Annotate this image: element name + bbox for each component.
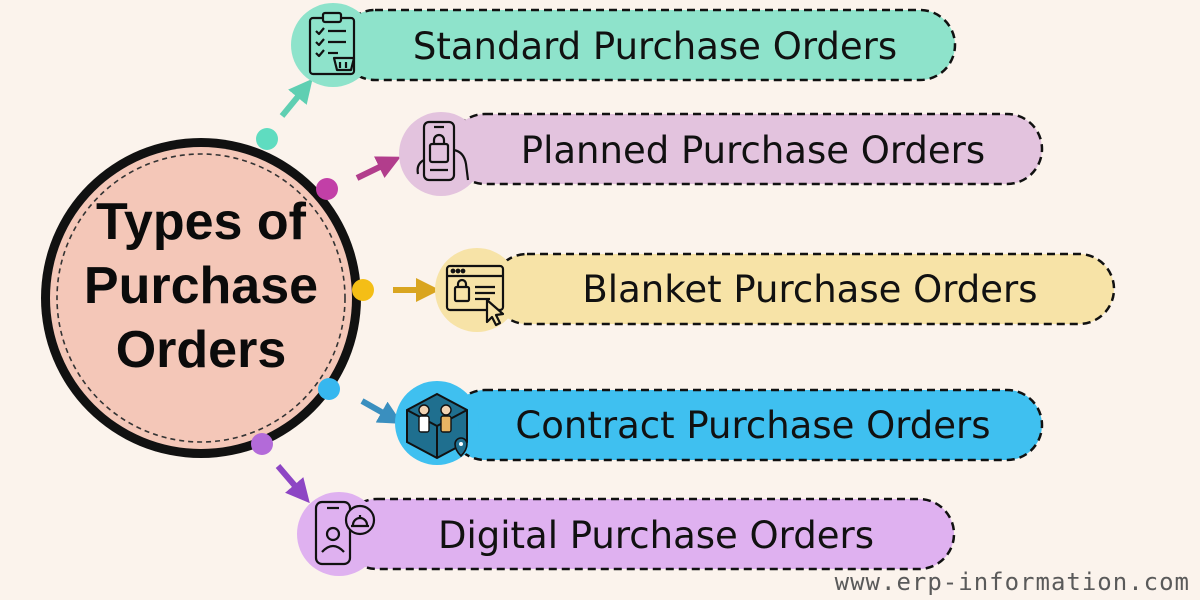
pill-label-planned: Planned Purchase Orders bbox=[520, 128, 986, 172]
pill-label-blanket: Blanket Purchase Orders bbox=[582, 267, 1038, 311]
pill-contract bbox=[448, 388, 1044, 462]
pill-planned bbox=[448, 112, 1044, 186]
watermark: www.erp-information.com bbox=[834, 568, 1190, 596]
icon-circle bbox=[399, 112, 483, 196]
delivery-box-icon bbox=[395, 381, 479, 465]
center-circle-fill bbox=[50, 147, 352, 449]
pill-label-contract: Contract Purchase Orders bbox=[515, 403, 991, 447]
center-title-line: Orders bbox=[115, 321, 287, 379]
arrow-standard bbox=[279, 78, 313, 118]
arrow-contract bbox=[360, 398, 403, 424]
center-title-line: Purchase bbox=[83, 257, 319, 315]
connector-dot-digital bbox=[251, 433, 273, 455]
connector-dot-blanket bbox=[352, 279, 374, 301]
phone-shopping-bag-icon bbox=[399, 112, 483, 196]
arrow-planned bbox=[355, 156, 401, 181]
pill-label-digital: Digital Purchase Orders bbox=[438, 513, 874, 557]
connector-dot-standard bbox=[256, 128, 278, 150]
center-title: Types of Purchase Orders bbox=[60, 190, 342, 382]
pill-label-standard: Standard Purchase Orders bbox=[412, 24, 898, 68]
phone-service-bell-icon bbox=[297, 492, 381, 576]
center-title-line: Types of bbox=[96, 193, 306, 251]
connector-dot-planned bbox=[316, 178, 338, 200]
arrow-digital bbox=[275, 464, 310, 504]
clipboard-checklist-icon bbox=[291, 3, 375, 87]
browser-shopping-bag-icon bbox=[435, 248, 519, 332]
connector-dot-contract bbox=[318, 378, 340, 400]
center-circle-dashed-ring bbox=[56, 153, 346, 443]
